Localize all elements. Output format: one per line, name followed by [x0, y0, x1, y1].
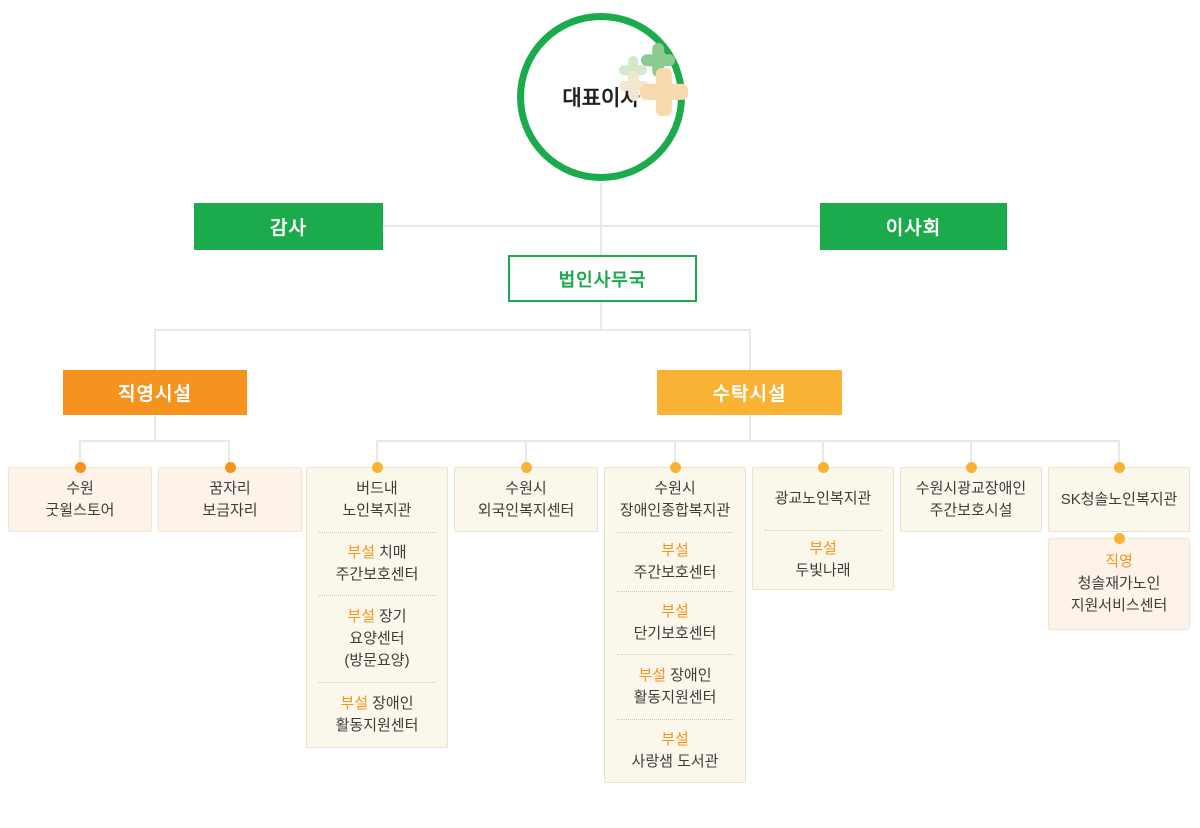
- connector-line: [600, 302, 602, 331]
- sub-facility-tag: 부설: [661, 542, 689, 559]
- connector-dot: [1114, 462, 1125, 473]
- facility-card-chungsol-homecare: 직영 청솔재가노인 지원서비스센터: [1048, 533, 1190, 630]
- dotted-divider: [765, 530, 881, 531]
- connector-line: [228, 440, 230, 467]
- auditor-node: 감사: [194, 203, 383, 250]
- facility-card-foreign: 수원시 외국인복지센터: [454, 462, 598, 532]
- connector-dot: [1114, 533, 1125, 544]
- dotted-divider: [617, 654, 733, 655]
- connector-dot: [818, 462, 829, 473]
- connector-line: [525, 440, 527, 467]
- sub-facility: 부설 주간보호센터: [633, 542, 717, 581]
- board-label: 이사회: [885, 218, 942, 239]
- connector-dot: [372, 462, 383, 473]
- facility-name-line: 수원시광교장애인: [915, 479, 1027, 497]
- ceo-node: 대표이사: [517, 13, 685, 181]
- connector-line: [154, 329, 156, 370]
- connector-line: [970, 440, 972, 467]
- connector-line: [79, 440, 81, 467]
- connector-dot: [225, 462, 236, 473]
- sub-facility-tag: 부설: [638, 667, 667, 684]
- dotted-divider: [617, 719, 733, 720]
- facility-title: 버드내 노인복지관: [342, 480, 412, 519]
- auditor-label: 감사: [270, 218, 307, 239]
- connector-dot: [75, 462, 86, 473]
- connector-line: [1118, 440, 1120, 467]
- connector-line: [383, 225, 820, 227]
- sub-facility-tag: 부설: [809, 540, 837, 557]
- connector-dot: [521, 462, 532, 473]
- connector-dot: [966, 462, 977, 473]
- sub-facility-tag: 직영: [1105, 553, 1133, 570]
- connector-line: [79, 440, 230, 442]
- office-node: 법인사무국: [508, 255, 697, 302]
- sub-facility: 부설 두빛나래: [795, 540, 851, 579]
- sub-facility-tag: 부설: [661, 603, 689, 620]
- dotted-divider: [617, 591, 733, 592]
- facility-name-line: 외국인복지센터: [477, 501, 575, 519]
- facility-title: 수원시 장애인종합복지관: [619, 480, 731, 519]
- connector-line: [749, 415, 751, 442]
- sub-facility: 부설 단기보호센터: [633, 603, 717, 642]
- facility-card-nest: 꿈자리 보금자리: [158, 462, 302, 532]
- sub-facility-tag: 부설: [347, 544, 375, 561]
- dotted-divider: [319, 595, 435, 596]
- office-label: 법인사무국: [558, 269, 647, 290]
- connector-line: [674, 440, 676, 467]
- facility-title: 광교노인복지관: [774, 490, 872, 507]
- facility-name-line: SK청솔노인복지관: [1060, 490, 1178, 508]
- connector-line: [376, 440, 1120, 442]
- board-node: 이사회: [820, 203, 1007, 250]
- facility-name-line: 수원: [66, 479, 94, 497]
- facility-card-sk-chungsol: SK청솔노인복지관: [1048, 462, 1190, 532]
- connector-line: [154, 415, 156, 442]
- connector-line: [376, 440, 378, 467]
- facility-name-line: 꿈자리: [209, 479, 251, 497]
- facility-name-line: 지원서비스센터: [1070, 597, 1168, 614]
- facility-card-gwanggyo-daycare: 수원시광교장애인 주간보호시설: [900, 462, 1042, 532]
- entrusted-branch-node: 수탁시설: [657, 370, 842, 415]
- dotted-divider: [617, 532, 733, 533]
- facility-name-line: 수원시: [505, 479, 547, 497]
- direct-branch-label: 직영시설: [118, 384, 192, 405]
- sub-facility-tag: 부설: [661, 731, 689, 748]
- facility-name-line: 보금자리: [202, 501, 258, 519]
- direct-branch-node: 직영시설: [63, 370, 247, 415]
- dotted-divider: [319, 532, 435, 533]
- connector-line: [154, 329, 751, 331]
- facility-card-goodwill: 수원 굿윌스토어: [8, 462, 152, 532]
- connector-line: [600, 183, 602, 255]
- facility-name-line: 청솔재가노인: [1077, 575, 1161, 592]
- sub-facility-tag: 부설: [340, 695, 369, 712]
- connector-line: [749, 329, 751, 370]
- connector-dot: [670, 462, 681, 473]
- facility-name-line: 주간보호시설: [929, 501, 1013, 519]
- connector-line: [822, 440, 824, 467]
- sub-facility: 부설 사랑샘 도서관: [631, 731, 719, 770]
- facility-name-line: 굿윌스토어: [45, 501, 115, 519]
- dotted-divider: [319, 682, 435, 683]
- plus-sparkle-icon: [640, 68, 688, 116]
- sub-facility-tag: 부설: [347, 608, 375, 625]
- entrusted-branch-label: 수탁시설: [712, 384, 787, 405]
- facility-card-gwanggyo-senior: 광교노인복지관 부설 두빛나래: [752, 462, 894, 590]
